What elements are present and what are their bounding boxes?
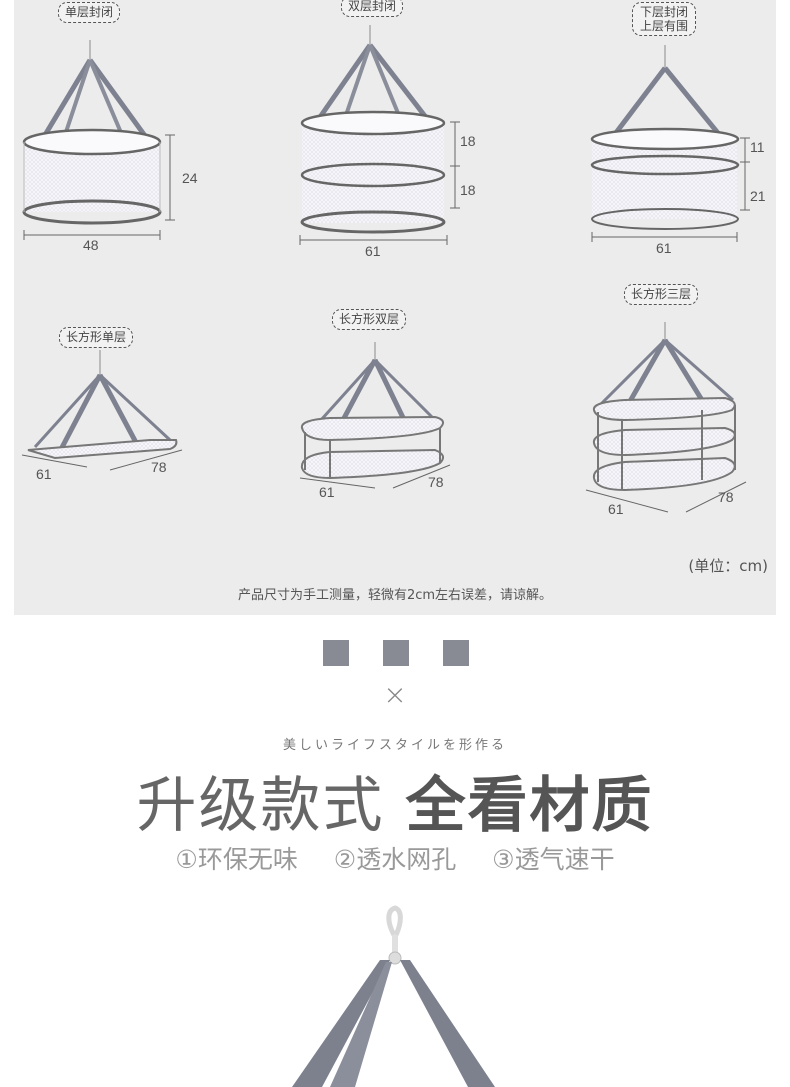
hanging-net-closeup	[292, 905, 495, 1087]
dim-double-bottom: 18	[460, 182, 476, 198]
tag-lower-closed: 下层封闭 上层有围	[632, 2, 697, 36]
tag-double-closed: 双层封闭	[341, 0, 404, 17]
dim-double-top: 18	[460, 133, 476, 149]
decor-square-2	[383, 640, 409, 666]
measurement-note: 产品尺寸为手工测量，轻微有2cm左右误差，请谅解。	[237, 588, 553, 603]
dim-rect1-width: 61	[36, 466, 52, 482]
feature-item: ①环保无味	[175, 845, 298, 874]
jp-tagline: 美しいライフスタイルを形作る	[282, 738, 507, 753]
lower-closed-net	[590, 45, 750, 242]
rect-triple-net	[585, 322, 747, 513]
feature-list: ①环保无味 ②透水网孔 ③透气速干	[0, 840, 790, 876]
dim-lower-bottom: 21	[750, 188, 766, 204]
dim-single-width: 48	[83, 237, 99, 253]
feature-item: ②透水网孔	[333, 845, 457, 874]
dim-rect1-length: 78	[151, 459, 167, 475]
dim-rect2-width: 61	[319, 484, 335, 500]
dim-double-width: 61	[365, 243, 381, 259]
unit-label: (单位：cm)	[688, 557, 768, 575]
headline-light: 升级款式	[136, 771, 385, 841]
headline: 升级款式 全看材质	[0, 757, 790, 844]
dim-rect3-width: 61	[608, 501, 624, 517]
rect-double-net	[299, 342, 451, 489]
tag-rect-double: 长方形双层	[332, 309, 407, 330]
separator-symbol: ×	[383, 678, 407, 711]
dim-rect2-length: 78	[428, 474, 444, 490]
single-closed-net	[22, 40, 175, 240]
tag-lower-closed-line2: 上层有围	[640, 19, 689, 33]
headline-bold: 全看材质	[405, 771, 654, 841]
decor-square-3	[443, 640, 469, 666]
dim-single-height: 24	[182, 170, 198, 186]
feature-item: ③透气速干	[492, 845, 615, 874]
tag-rect-triple: 长方形三层	[624, 284, 699, 305]
dim-lower-width: 61	[656, 240, 672, 256]
double-closed-net	[299, 25, 460, 245]
tag-single-closed: 单层封闭	[58, 2, 121, 23]
dim-rect3-length: 78	[718, 489, 734, 505]
rect-single-net	[21, 350, 183, 471]
decor-square-1	[323, 640, 349, 666]
tag-lower-closed-line1: 下层封闭	[640, 5, 689, 19]
dim-lower-top: 11	[750, 139, 765, 155]
tag-rect-single: 长方形单层	[59, 327, 134, 348]
